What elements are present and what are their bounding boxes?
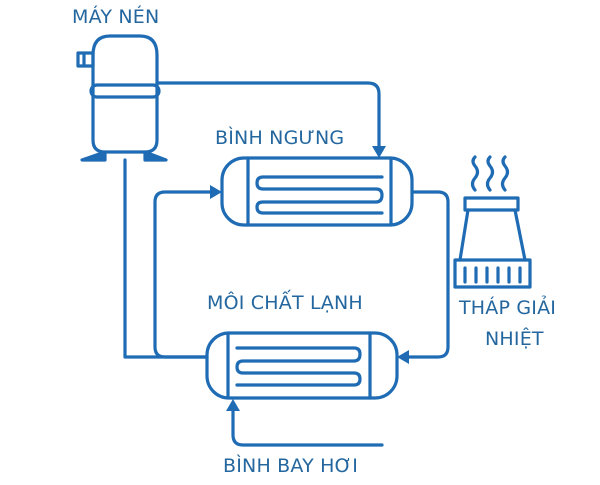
refrigerant-label: MÔI CHẤT LẠNH bbox=[207, 292, 363, 314]
evaporator-icon bbox=[205, 331, 399, 400]
pipe-loop-right bbox=[397, 190, 450, 364]
arrow-left-icon bbox=[397, 350, 409, 364]
pipe-evaporator-inlet bbox=[226, 399, 384, 447]
compressor-icon bbox=[76, 34, 168, 162]
pipe-loop-left bbox=[123, 158, 222, 359]
arrow-right-icon bbox=[210, 185, 222, 199]
compressor-label: MÁY NÉN bbox=[72, 6, 160, 28]
cooling-tower-label-line2: NHIỆT bbox=[485, 328, 544, 350]
cooling-tower-icon bbox=[453, 155, 532, 289]
arrow-up-icon bbox=[226, 399, 240, 411]
condenser-icon bbox=[220, 156, 414, 227]
pipe-compressor-to-condenser bbox=[155, 81, 386, 158]
arrow-down-icon bbox=[372, 146, 386, 158]
cooling-tower-label-line1: THÁP GIẢI bbox=[459, 297, 557, 319]
evaporator-label: BÌNH BAY HƠI bbox=[223, 455, 359, 477]
condenser-label: BÌNH NGƯNG bbox=[215, 127, 345, 149]
